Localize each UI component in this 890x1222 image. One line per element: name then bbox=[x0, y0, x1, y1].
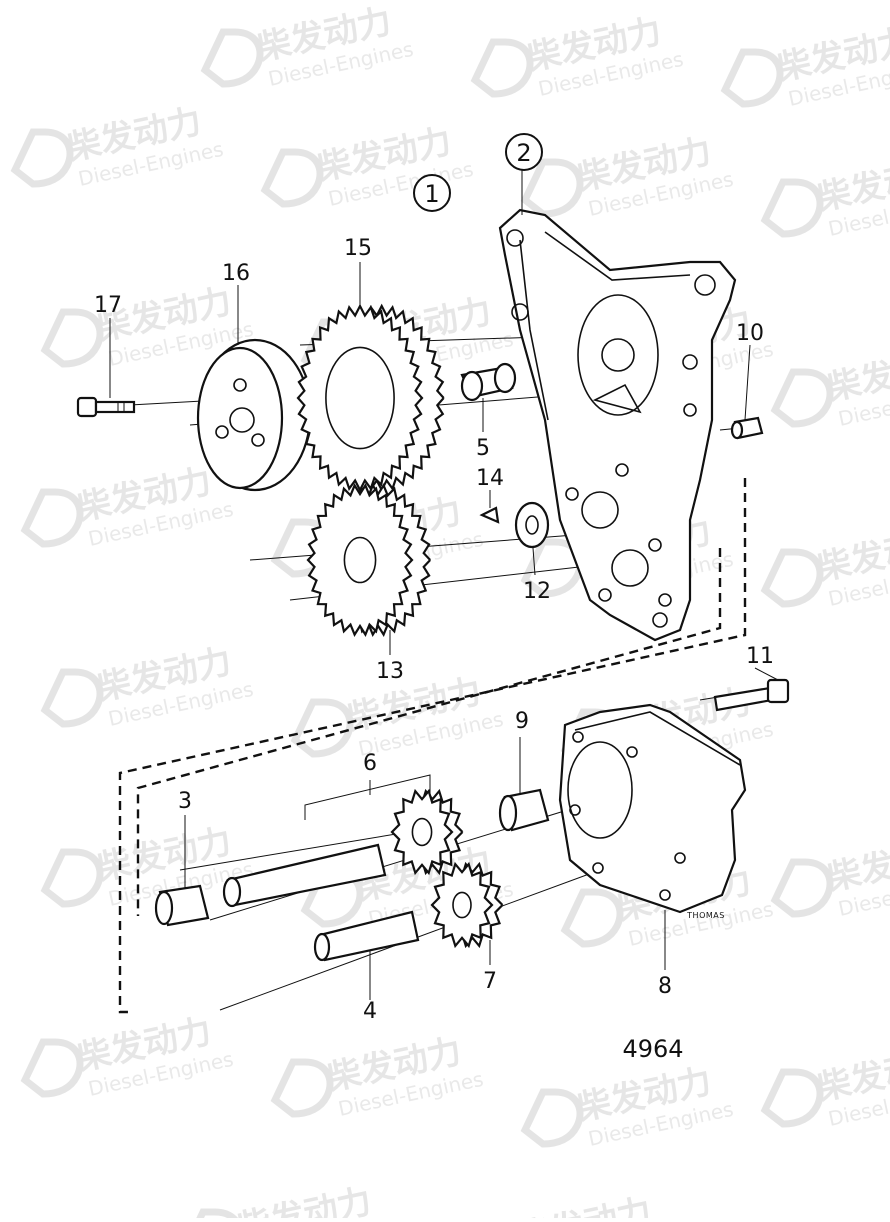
shaft-4 bbox=[313, 910, 420, 962]
gear-15 bbox=[296, 303, 445, 493]
watermark-logo bbox=[520, 158, 584, 218]
label-5: 5 bbox=[476, 436, 490, 461]
watermark-logo bbox=[520, 1088, 584, 1148]
watermark-logo bbox=[470, 38, 534, 98]
label-3: 3 bbox=[178, 789, 192, 814]
svg-text:1: 1 bbox=[424, 180, 439, 208]
part-labels: 3 4 5 6 7 8 9 10 11 12 13 14 15 16 17 bbox=[94, 236, 774, 1024]
label-14: 14 bbox=[476, 466, 504, 491]
watermark-logo bbox=[720, 48, 784, 108]
artist-signature: THOMAS bbox=[686, 911, 725, 920]
watermark-brand: 柴发动力 bbox=[514, 1191, 655, 1218]
watermark-logo bbox=[260, 148, 324, 208]
gear-13 bbox=[306, 483, 432, 637]
watermark-logo bbox=[20, 1038, 84, 1098]
watermark-logo bbox=[560, 888, 624, 948]
label-17: 17 bbox=[94, 293, 122, 318]
label-16: 16 bbox=[222, 261, 250, 286]
watermark-logo bbox=[760, 178, 824, 238]
label-8: 8 bbox=[658, 974, 672, 999]
label-15: 15 bbox=[344, 236, 372, 261]
watermark-logo bbox=[290, 698, 354, 758]
label-10: 10 bbox=[736, 321, 764, 346]
gear-front-face bbox=[430, 861, 494, 949]
bushing-9 bbox=[498, 788, 550, 832]
bushing-3 bbox=[154, 884, 210, 927]
watermark-logo bbox=[200, 28, 264, 88]
watermark-logo bbox=[770, 858, 834, 918]
bushing-5 bbox=[460, 362, 517, 402]
watermark-logo bbox=[520, 538, 584, 598]
label-11: 11 bbox=[746, 644, 774, 669]
pump-gear-7 bbox=[430, 861, 504, 949]
group-marker-2: 2 bbox=[505, 133, 543, 171]
watermark-logo bbox=[194, 1208, 241, 1222]
watermark-logo bbox=[760, 548, 824, 608]
label-leaders bbox=[109, 168, 779, 1000]
shaft-6 bbox=[222, 843, 387, 908]
label-9: 9 bbox=[515, 709, 529, 734]
bracket-plate bbox=[498, 208, 737, 642]
label-4: 4 bbox=[363, 999, 377, 1024]
group-bracket bbox=[118, 478, 747, 1014]
gear-front-face bbox=[296, 303, 424, 493]
watermark-logo bbox=[770, 368, 834, 428]
pin-10 bbox=[730, 416, 764, 440]
gear-bore bbox=[343, 536, 377, 584]
watermark-logo bbox=[40, 848, 104, 908]
pump-housing bbox=[558, 703, 747, 914]
watermark-logo bbox=[270, 1058, 334, 1118]
gear-front-face bbox=[306, 483, 414, 637]
bolt-17 bbox=[76, 396, 136, 418]
gear-bore bbox=[452, 891, 472, 919]
pulley-hub bbox=[196, 338, 312, 492]
gear-bore bbox=[325, 346, 395, 450]
washer-12 bbox=[514, 501, 550, 549]
watermark-logo bbox=[40, 668, 104, 728]
watermark-logo bbox=[20, 488, 84, 548]
figure-number: 4964 bbox=[622, 1035, 683, 1063]
label-12: 12 bbox=[523, 579, 551, 604]
watermark-logo bbox=[760, 1068, 824, 1128]
label-13: 13 bbox=[376, 659, 404, 684]
svg-text:2: 2 bbox=[516, 139, 531, 167]
watermark-logo bbox=[40, 308, 104, 368]
pump-gear-upper bbox=[390, 788, 464, 876]
label-7: 7 bbox=[483, 969, 497, 994]
group-marker-1: 1 bbox=[413, 174, 451, 212]
label-6: 6 bbox=[363, 751, 377, 776]
key-14 bbox=[479, 506, 500, 524]
watermark-logo bbox=[10, 128, 74, 188]
watermark-brand: 柴发动力 bbox=[234, 1181, 375, 1218]
gear-bore bbox=[411, 817, 433, 847]
gear-front-face bbox=[390, 788, 454, 876]
